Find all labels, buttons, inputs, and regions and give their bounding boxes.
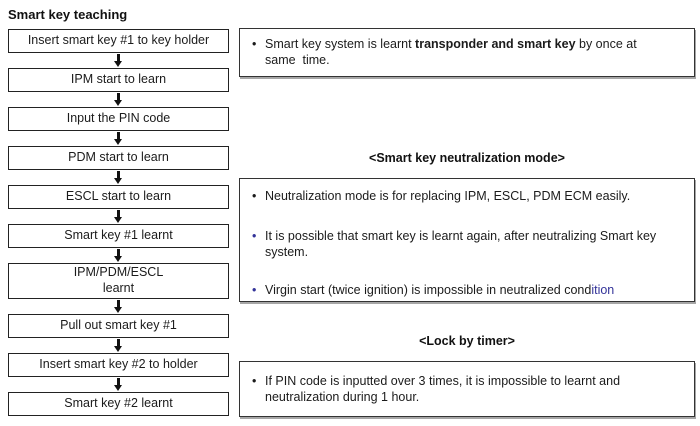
arrow-down-icon xyxy=(114,378,123,391)
note-line: Smart key system is learnt transponder a… xyxy=(265,36,682,52)
flow-step-ecus-learnt: IPM/PDM/ESCL learnt xyxy=(8,263,229,299)
note-text: Virgin start (twice ignition) is impossi… xyxy=(265,282,682,298)
note-line: Neutralization mode is for replacing IPM… xyxy=(265,189,631,203)
bullet-icon: • xyxy=(252,374,257,388)
bullet-icon: • xyxy=(252,229,257,243)
arrow-down-icon xyxy=(114,93,123,106)
note-text: Smart key system is learnt transponder a… xyxy=(265,36,682,68)
arrow-down-icon xyxy=(114,210,123,223)
flow-step-pdm-learn: PDM start to learn xyxy=(8,146,229,170)
note-text-bold-segment: transponder and smart key xyxy=(415,37,576,51)
arrow-slot xyxy=(8,131,229,146)
note-lock-by-timer: • If PIN code is inputted over 3 times, … xyxy=(239,361,695,417)
flow-step-label: Smart key #1 learnt xyxy=(64,228,173,243)
note-bullet-item: • Smart key system is learnt transponder… xyxy=(252,36,682,68)
note-neutralization-mode: • Neutralization mode is for replacing I… xyxy=(239,178,695,302)
note-text-blue-segment: ition xyxy=(591,283,615,297)
note-bullet-item: • Neutralization mode is for replacing I… xyxy=(252,188,682,204)
flow-step-escl-learn: ESCL start to learn xyxy=(8,185,229,209)
arrow-slot xyxy=(8,209,229,224)
flowchart-column: Insert smart key #1 to key holder IPM st… xyxy=(8,29,229,416)
arrow-slot xyxy=(8,299,229,314)
arrow-slot xyxy=(8,338,229,353)
arrow-slot xyxy=(8,248,229,263)
note-line: It is possible that smart key is learnt … xyxy=(265,229,657,243)
flow-step-pull-out-key1: Pull out smart key #1 xyxy=(8,314,229,338)
arrow-down-icon xyxy=(114,249,123,262)
note-text: Neutralization mode is for replacing IPM… xyxy=(265,188,682,204)
lock-by-timer-heading: <Lock by timer> xyxy=(419,334,515,348)
arrow-slot xyxy=(8,92,229,107)
note-line: same time. xyxy=(265,53,330,67)
flow-step-label: PDM start to learn xyxy=(68,150,169,165)
flow-step-insert-key1: Insert smart key #1 to key holder xyxy=(8,29,229,53)
note-bullet-item: • It is possible that smart key is learn… xyxy=(252,228,682,260)
arrow-down-icon xyxy=(114,132,123,145)
neutralization-mode-heading: <Smart key neutralization mode> xyxy=(369,151,565,165)
arrow-down-icon xyxy=(114,54,123,67)
flow-step-label: Pull out smart key #1 xyxy=(60,318,177,333)
bullet-icon: • xyxy=(252,283,257,297)
note-text: It is possible that smart key is learnt … xyxy=(265,228,682,260)
flow-step-label: Smart key #2 learnt xyxy=(64,396,173,411)
note-text: If PIN code is inputted over 3 times, it… xyxy=(265,373,682,405)
note-line: If PIN code is inputted over 3 times, it… xyxy=(265,374,621,388)
arrow-down-icon xyxy=(114,300,123,313)
note-bullet-item: • Virgin start (twice ignition) is impos… xyxy=(252,282,682,298)
flow-step-label: Insert smart key #1 to key holder xyxy=(27,33,210,48)
arrow-slot xyxy=(8,377,229,392)
arrow-down-icon xyxy=(114,171,123,184)
note-line: system. xyxy=(265,245,309,259)
flow-step-ipm-learn: IPM start to learn xyxy=(8,68,229,92)
bullet-icon: • xyxy=(252,37,257,51)
arrow-slot xyxy=(8,170,229,185)
arrow-slot xyxy=(8,53,229,68)
note-bullet-item: • If PIN code is inputted over 3 times, … xyxy=(252,373,682,405)
note-line: neutralization during 1 hour. xyxy=(265,390,420,404)
bullet-icon: • xyxy=(252,189,257,203)
flow-step-insert-key2: Insert smart key #2 to holder xyxy=(8,353,229,377)
flow-step-label: Input the PIN code xyxy=(66,111,171,126)
flow-step-label: Insert smart key #2 to holder xyxy=(39,357,198,372)
flow-step-label: IPM start to learn xyxy=(70,72,167,87)
note-text-segment: Smart key system is learnt xyxy=(265,37,416,51)
note-text-segment: Virgin start (twice ignition) is impossi… xyxy=(265,283,592,297)
flow-step-input-pin: Input the PIN code xyxy=(8,107,229,131)
flow-step-key2-learnt: Smart key #2 learnt xyxy=(8,392,229,416)
flow-step-label: IPM/PDM/ESCL learnt xyxy=(73,265,164,295)
flow-step-key1-learnt: Smart key #1 learnt xyxy=(8,224,229,248)
page-title: Smart key teaching xyxy=(8,7,128,22)
note-smart-key-learning: • Smart key system is learnt transponder… xyxy=(239,28,695,77)
flow-step-label: ESCL start to learn xyxy=(65,189,172,204)
arrow-down-icon xyxy=(114,339,123,352)
note-text-segment: by once at xyxy=(575,37,637,51)
note-line: Virgin start (twice ignition) is impossi… xyxy=(265,282,682,298)
